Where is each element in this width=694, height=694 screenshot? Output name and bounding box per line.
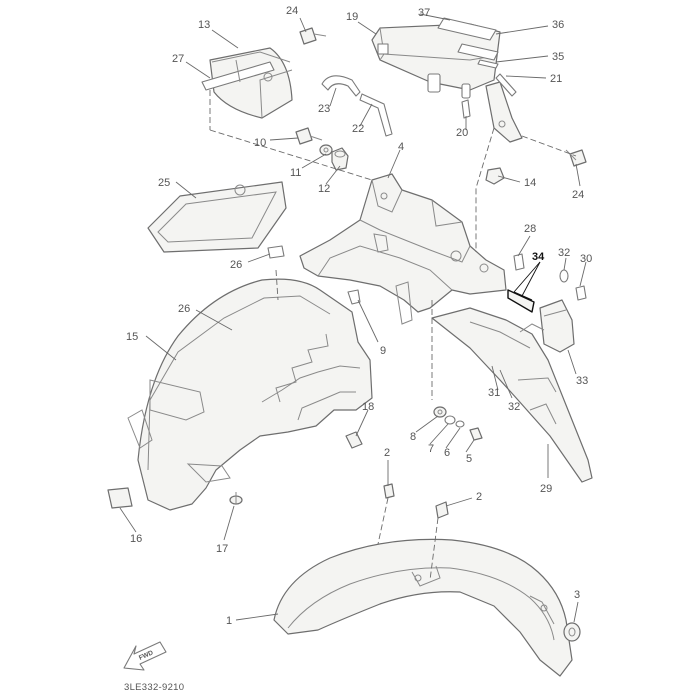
callout-4[interactable]: 4 — [398, 141, 404, 153]
tail-light-part-19[interactable] — [371, 23, 501, 99]
callout-1[interactable]: 1 — [226, 615, 232, 627]
callout-32-low[interactable]: 32 — [508, 401, 520, 413]
callout-34[interactable]: 34 — [532, 251, 545, 263]
callout-6[interactable]: 6 — [444, 447, 450, 459]
screw-part-30[interactable] — [575, 285, 587, 301]
rear-fender-part-15[interactable] — [127, 278, 373, 511]
callout-9[interactable]: 9 — [380, 345, 386, 357]
lens-part-37[interactable] — [437, 17, 497, 41]
callout-2-left[interactable]: 2 — [384, 447, 390, 459]
plate-part-36[interactable] — [457, 43, 499, 61]
alignment-lines — [209, 90, 577, 581]
collar-part-12[interactable] — [331, 147, 349, 171]
washer-part-11[interactable] — [319, 144, 333, 156]
callout-17[interactable]: 17 — [216, 543, 228, 555]
callout-36[interactable]: 36 — [552, 19, 564, 31]
callout-26-mid[interactable]: 26 — [178, 303, 190, 315]
callout-29[interactable]: 29 — [540, 483, 552, 495]
lens-cover-part-25[interactable] — [147, 181, 287, 253]
bolt-part-24-right[interactable] — [565, 149, 587, 167]
screw-part-17[interactable] — [229, 492, 243, 505]
screw-part-2-left[interactable] — [383, 483, 395, 499]
pin-part-20[interactable] — [461, 99, 471, 119]
callout-33[interactable]: 33 — [576, 375, 588, 387]
callout-10[interactable]: 10 — [254, 137, 266, 149]
callout-30[interactable]: 30 — [580, 253, 592, 265]
collar-part-8[interactable] — [433, 406, 447, 418]
callout-26-top[interactable]: 26 — [230, 259, 242, 271]
front-fender-part-1[interactable] — [273, 538, 573, 677]
callout-2-right[interactable]: 2 — [476, 491, 482, 503]
reflector-part-33[interactable] — [539, 299, 575, 353]
callout-25[interactable]: 25 — [158, 177, 170, 189]
callout-24-right[interactable]: 24 — [572, 189, 584, 201]
callout-31[interactable]: 31 — [488, 387, 500, 399]
fender-flap-part-29[interactable] — [431, 307, 593, 483]
clamp-part-9[interactable] — [347, 289, 361, 305]
frame-bracket-part-4[interactable] — [299, 173, 507, 325]
screw-part-2-right[interactable] — [435, 501, 449, 519]
bolt-part-24-top[interactable] — [299, 27, 327, 45]
callout-labels: 13 27 24 19 37 36 35 21 23 22 20 10 11 1… — [126, 5, 592, 627]
callout-37[interactable]: 37 — [418, 7, 430, 19]
nut-part-14[interactable] — [485, 167, 505, 185]
callout-12[interactable]: 12 — [318, 183, 330, 195]
reflector-bracket-part-34[interactable] — [507, 289, 535, 313]
strap-part-27[interactable] — [201, 59, 275, 91]
callout-28[interactable]: 28 — [524, 223, 536, 235]
callout-20[interactable]: 20 — [456, 127, 468, 139]
bolt-part-5[interactable] — [469, 427, 483, 441]
label-part-26-top[interactable] — [267, 245, 285, 259]
bolt-part-28[interactable] — [513, 253, 525, 271]
callout-16[interactable]: 16 — [130, 533, 142, 545]
callout-13[interactable]: 13 — [198, 19, 210, 31]
callout-14[interactable]: 14 — [524, 177, 536, 189]
callout-27[interactable]: 27 — [172, 53, 184, 65]
callout-32-top[interactable]: 32 — [558, 247, 570, 259]
wire-part-22[interactable] — [359, 93, 393, 137]
grommet-part-3[interactable] — [563, 622, 581, 642]
callout-8[interactable]: 8 — [410, 431, 416, 443]
gasket-part-35[interactable] — [477, 59, 499, 69]
callout-7[interactable]: 7 — [428, 443, 434, 455]
callout-19[interactable]: 19 — [346, 11, 358, 23]
callout-23[interactable]: 23 — [318, 103, 330, 115]
callout-24-top[interactable]: 24 — [286, 5, 298, 17]
washer-part-7[interactable] — [444, 415, 456, 425]
wire-part-23[interactable] — [321, 75, 361, 97]
reflector-part-16[interactable] — [107, 487, 133, 509]
callout-35[interactable]: 35 — [552, 51, 564, 63]
bolt-part-10[interactable] — [295, 127, 323, 145]
bolt-part-18[interactable] — [345, 431, 363, 449]
leader-lines — [119, 13, 587, 623]
callout-15[interactable]: 15 — [126, 331, 138, 343]
bracket-part-21[interactable] — [485, 73, 523, 143]
drawing-code-label: 3LE332-9210 — [124, 682, 184, 693]
callout-18[interactable]: 18 — [362, 401, 374, 413]
callout-21[interactable]: 21 — [550, 73, 562, 85]
collar-part-32-top[interactable] — [559, 269, 569, 283]
washer-part-6[interactable] — [455, 420, 465, 428]
forward-direction-arrow: FWD — [123, 641, 167, 671]
callout-11[interactable]: 11 — [290, 167, 301, 179]
callout-3[interactable]: 3 — [574, 589, 580, 601]
callout-22[interactable]: 22 — [352, 123, 364, 135]
callout-5[interactable]: 5 — [466, 453, 472, 465]
